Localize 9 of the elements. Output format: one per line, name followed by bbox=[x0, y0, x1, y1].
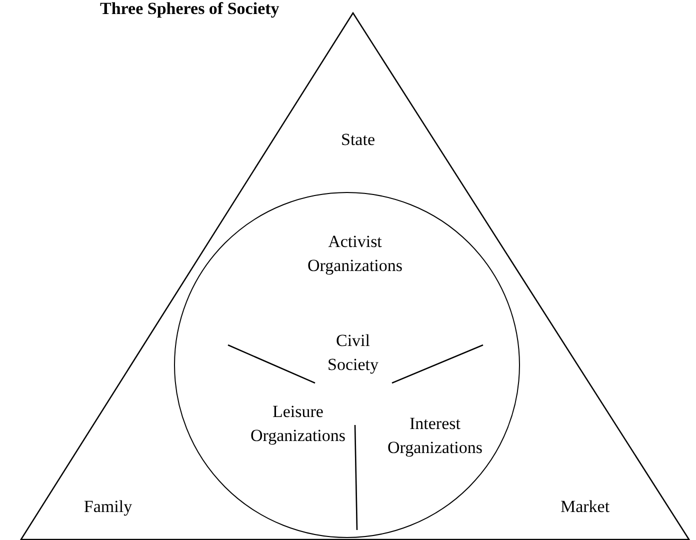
center-label: Civil Society bbox=[326, 330, 380, 376]
sector-label: Interest Organizations bbox=[386, 413, 484, 459]
region-label: State bbox=[340, 129, 376, 151]
sector-label: Leisure Organizations bbox=[249, 401, 347, 447]
region-label: Market bbox=[559, 496, 611, 518]
circle bbox=[174, 192, 520, 538]
region-label: Family bbox=[82, 496, 134, 518]
sector-label: Activist Organizations bbox=[306, 231, 404, 277]
diagram-title: Three Spheres of Society bbox=[100, 0, 280, 19]
